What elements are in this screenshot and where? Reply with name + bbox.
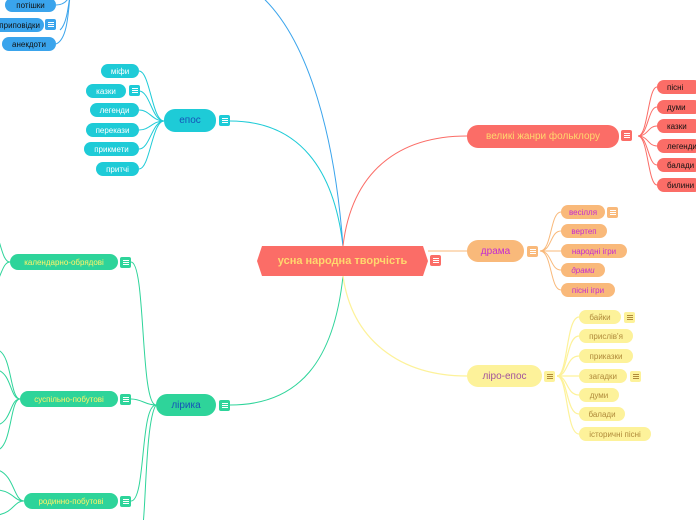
- notes-icon[interactable]: [129, 85, 140, 96]
- topic-label: пісні: [667, 82, 684, 92]
- notes-icon[interactable]: [45, 19, 56, 30]
- central-topic[interactable]: усна народна творчість: [257, 246, 428, 276]
- topic-label: народні ігри: [571, 246, 617, 256]
- topic-label: родинно-побутові: [38, 496, 104, 506]
- branch-drama[interactable]: драма: [467, 240, 524, 262]
- topic-label: приповідки: [0, 20, 40, 30]
- notes-icon[interactable]: [527, 246, 538, 257]
- topic-label: прислів'я: [589, 331, 623, 341]
- topic-label: балади: [667, 160, 695, 170]
- topic-label: вертеп: [571, 226, 597, 236]
- topic-byliny[interactable]: билини: [657, 178, 696, 192]
- topic-label: байки: [589, 312, 611, 322]
- topic-label: думи: [667, 102, 686, 112]
- notes-icon[interactable]: [430, 255, 441, 266]
- topic-lehendy-major[interactable]: легенди: [657, 139, 696, 153]
- topic-balady-major[interactable]: балади: [657, 158, 696, 172]
- branch-lyro-epos[interactable]: ліро-епос: [467, 365, 542, 387]
- topic-potishky[interactable]: потішки: [5, 0, 56, 12]
- branch-label: драма: [480, 245, 511, 257]
- notes-icon[interactable]: [120, 496, 131, 507]
- central-topic-label: усна народна творчість: [277, 255, 408, 267]
- branch-lyrics[interactable]: лірика: [156, 394, 216, 416]
- branch-label: великі жанри фольклору: [486, 131, 600, 142]
- topic-label: балади: [588, 409, 616, 419]
- branch-major-genres[interactable]: великі жанри фольклору: [467, 125, 619, 148]
- topic-kazky[interactable]: казки: [86, 84, 126, 98]
- branch-label: ліро-епос: [482, 370, 527, 382]
- topic-pisni[interactable]: пісні: [657, 80, 696, 94]
- notes-icon[interactable]: [624, 312, 635, 323]
- topic-dumy-lyro[interactable]: думи: [579, 388, 619, 402]
- topic-prytchi[interactable]: притчі: [96, 162, 139, 176]
- topic-label: історичні пісні: [589, 429, 641, 439]
- topic-label: весілля: [568, 207, 598, 217]
- link-central-lyroepos: [342, 275, 468, 377]
- topic-prykazky[interactable]: приказки: [579, 349, 633, 363]
- link-central-lyrics: [229, 275, 344, 406]
- topic-vesillia[interactable]: весілля: [561, 205, 605, 219]
- notes-icon[interactable]: [120, 394, 131, 405]
- topic-label: легенди: [99, 105, 130, 115]
- topic-anekdoty[interactable]: анекдоти: [2, 37, 56, 51]
- topic-label: легенди: [667, 141, 696, 151]
- link-central-epos: [229, 120, 344, 247]
- topic-label: пісні ігри: [571, 285, 605, 295]
- topic-label: думи: [589, 390, 609, 400]
- topic-label: суспільно-побутові: [34, 394, 104, 404]
- topic-label: потішки: [16, 0, 45, 10]
- topic-pisni-ihry[interactable]: пісні ігри: [561, 283, 615, 297]
- link-central-major: [342, 135, 468, 247]
- topic-label: анекдоти: [12, 39, 46, 49]
- notes-icon[interactable]: [219, 400, 230, 411]
- notes-icon[interactable]: [621, 130, 632, 141]
- topic-myfy[interactable]: міфи: [101, 64, 139, 78]
- branch-label: лірика: [171, 399, 201, 411]
- topic-balady-lyro[interactable]: балади: [579, 407, 625, 421]
- topic-label: календарно-обрядові: [24, 257, 104, 267]
- topic-label: казки: [96, 86, 116, 96]
- notes-icon[interactable]: [120, 257, 131, 268]
- topic-rodynno-pobutovi[interactable]: родинно-побутові: [24, 493, 118, 509]
- topic-label: міфи: [110, 66, 130, 76]
- topic-kalendarno-obriadovi[interactable]: календарно-обрядові: [10, 254, 118, 270]
- topic-kazky-major[interactable]: казки: [657, 119, 696, 133]
- notes-icon[interactable]: [607, 207, 618, 218]
- topic-label: прикмети: [94, 144, 129, 154]
- link-central-small: [264, 0, 344, 247]
- topic-baiky[interactable]: байки: [579, 310, 621, 324]
- topic-prypovidky[interactable]: приповідки: [0, 18, 44, 32]
- topic-prykmety[interactable]: прикмети: [84, 142, 139, 156]
- topic-pryslivia[interactable]: прислів'я: [579, 329, 633, 343]
- branch-epos[interactable]: епос: [164, 109, 216, 132]
- notes-icon[interactable]: [544, 371, 555, 382]
- topic-perekazy[interactable]: перекази: [86, 123, 139, 137]
- topic-label: билини: [667, 180, 695, 190]
- topic-label: загадки: [589, 371, 617, 381]
- topic-label: приказки: [589, 351, 623, 361]
- topic-narodni-ihry[interactable]: народні ігри: [561, 244, 627, 258]
- topic-zahadky[interactable]: загадки: [579, 369, 627, 383]
- topic-dramy[interactable]: драми: [561, 263, 605, 277]
- topic-label: притчі: [106, 164, 129, 174]
- topic-label: казки: [667, 121, 687, 131]
- topic-dumy[interactable]: думи: [657, 100, 696, 114]
- branch-label: епос: [179, 115, 201, 126]
- notes-icon[interactable]: [219, 115, 230, 126]
- topic-label: перекази: [95, 125, 130, 135]
- topic-lehendy[interactable]: легенди: [90, 103, 139, 117]
- topic-suspilno-pobutovi[interactable]: суспільно-побутові: [20, 391, 118, 407]
- topic-label: драми: [571, 265, 595, 275]
- notes-icon[interactable]: [630, 371, 641, 382]
- topic-vertep[interactable]: вертеп: [561, 224, 607, 238]
- topic-istorychni-pisni[interactable]: історичні пісні: [579, 427, 651, 441]
